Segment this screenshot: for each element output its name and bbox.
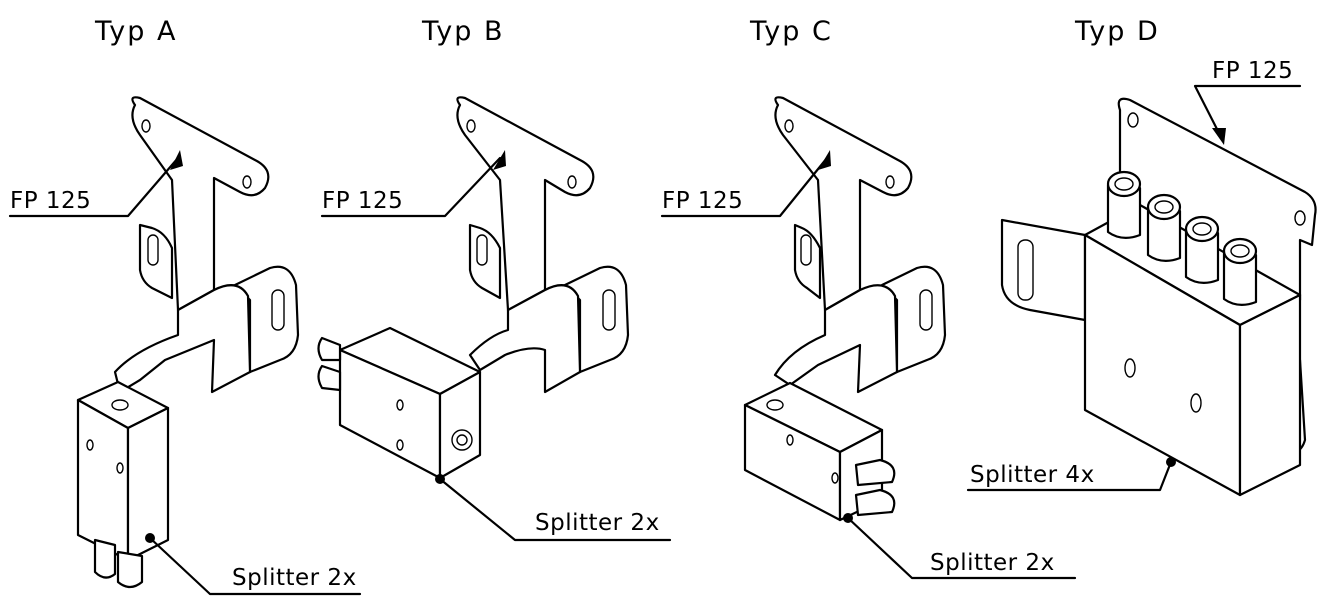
variant-title: Typ C [749,16,833,47]
arrowhead-icon [1212,128,1226,145]
variant-typ-a: Typ A FP 125 [8,16,362,596]
plate-callout: FP 125 [8,150,183,218]
plate-callout: FP 125 [660,150,831,218]
splitter-label: Splitter 2x [930,550,1055,576]
plate-callout: FP 125 [320,150,506,218]
variant-typ-b: Typ B FP 125 [317,16,672,542]
mounting-bracket-illustration [1000,97,1317,497]
plate-label: FP 125 [662,188,743,214]
splitter-label: Splitter 2x [232,565,357,591]
mounting-bracket-illustration [76,96,300,589]
variant-title: Typ B [421,16,505,47]
arrowhead-icon [493,150,506,170]
splitter-label: Splitter 4x [970,462,1095,488]
variant-typ-d: Typ D [966,16,1317,497]
splitter-callout: Splitter 2x [843,513,1077,580]
plate-label: FP 125 [322,188,403,214]
fitting-row [1106,170,1258,306]
variant-title: Typ A [94,16,177,47]
arrowhead-icon [170,150,183,170]
splitter-callout: Splitter 2x [145,533,362,596]
arrowhead-icon [818,150,831,170]
mounting-bracket-illustration [317,96,630,480]
variant-title: Typ D [1074,16,1160,47]
plate-label: FP 125 [10,188,91,214]
plate-callout: FP 125 [1193,58,1302,145]
mounting-bracket-illustration [743,96,947,522]
splitter-label: Splitter 2x [535,510,660,536]
splitter-callout: Splitter 4x [966,457,1176,492]
splitter-callout: Splitter 2x [435,474,672,542]
plate-label: FP 125 [1212,58,1293,84]
variant-typ-c: Typ C FP 125 [660,16,1077,580]
